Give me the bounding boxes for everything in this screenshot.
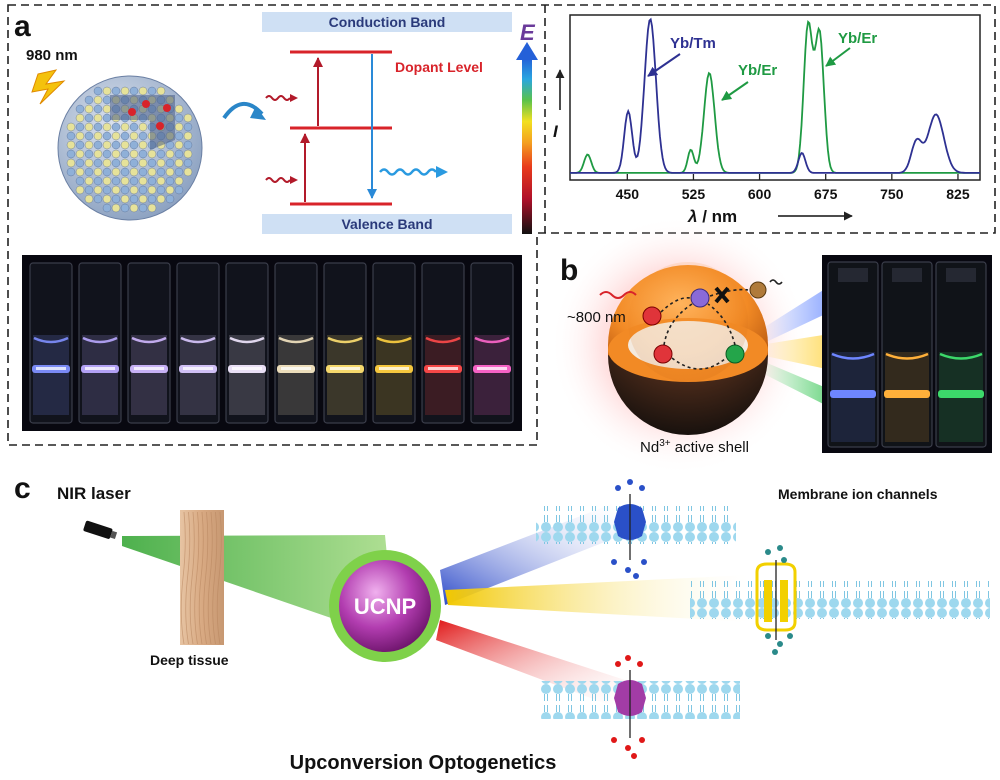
membrane-middle — [690, 581, 990, 619]
x-tick-label: 750 — [880, 186, 904, 202]
deep-tissue-label: Deep tissue — [150, 652, 229, 668]
activator-ion-red — [653, 344, 673, 364]
ion-channel-yellow — [755, 560, 797, 640]
core-shell-nanoparticle — [608, 262, 768, 435]
ion-particle — [627, 479, 633, 485]
ion-particle — [641, 559, 647, 565]
spectrum-axes-box — [569, 14, 981, 181]
ion-particle — [639, 737, 645, 743]
photon-out-wave — [379, 168, 437, 176]
ion-particle — [615, 485, 621, 491]
panel-c-label: c — [14, 472, 31, 505]
valence-band-box — [262, 214, 512, 234]
x-tick-label: 450 — [616, 186, 640, 202]
x-tick-label: 825 — [946, 186, 970, 202]
x-tick-label: 525 — [682, 186, 706, 202]
cuvette-b — [881, 261, 933, 448]
excitation-800-label: ~800 nm — [567, 309, 626, 326]
ion-particle — [631, 753, 637, 759]
photon-in-wave-2 — [265, 177, 291, 183]
sensitizer-ion — [642, 306, 662, 326]
cuvette-b — [827, 261, 879, 448]
photon-in-head-2 — [290, 176, 298, 184]
ion-channel-purple — [614, 670, 646, 738]
migrating-ion — [690, 288, 710, 308]
membrane-channels-label: Membrane ion channels — [778, 486, 938, 502]
transfer-path-bottom — [671, 357, 727, 370]
annotation-yb-tm: Yb/Tm — [670, 35, 716, 52]
energy-gradient-bar — [522, 58, 532, 234]
panel-a-label: a — [14, 10, 31, 43]
ion-particle — [765, 549, 771, 555]
photon-out-head — [436, 166, 448, 178]
valence-band-label: Valence Band — [341, 216, 432, 232]
ion-particle — [625, 745, 631, 751]
ion-particle — [777, 545, 783, 551]
excitation-980-label: 980 nm — [26, 47, 78, 64]
nanoparticle-sphere — [57, 75, 203, 221]
ion-particle — [787, 633, 793, 639]
dopant-level-label: Dopant Level — [395, 59, 483, 75]
annotation-yb-er-2-arrow — [825, 47, 851, 67]
nir-laser-label: NIR laser — [57, 484, 131, 503]
annotation-yb-er-1-arrow — [721, 81, 749, 101]
ucnp-core — [339, 560, 431, 652]
ion-particle — [772, 649, 778, 655]
spectrum-series-tm — [570, 17, 980, 174]
ion-particle — [765, 633, 771, 639]
shell-label: Nd3+ active shell — [640, 438, 749, 456]
ion-particle — [777, 641, 783, 647]
ion-particle — [611, 559, 617, 565]
quencher-ion — [749, 281, 767, 299]
conduction-band-label: Conduction Band — [329, 14, 446, 30]
ion-particle — [625, 655, 631, 661]
annotation-yb-tm-arrow — [647, 53, 681, 77]
transfer-path-right — [707, 303, 736, 346]
ucnp-label: UCNP — [354, 594, 416, 619]
ion-channel-blue — [614, 494, 646, 560]
transfer-path-1 — [660, 296, 691, 313]
figure-title: Upconversion Optogenetics — [290, 752, 557, 774]
photon-in-wave-1 — [265, 95, 291, 101]
ion-particle — [611, 737, 617, 743]
y-axis-label: I — [553, 122, 559, 141]
activator-ion-green — [725, 344, 745, 364]
ion-particle — [639, 485, 645, 491]
ion-particle — [637, 661, 643, 667]
energy-axis-label: E — [520, 20, 536, 45]
cuvette-b — [935, 261, 987, 448]
conduction-band-box — [262, 12, 512, 32]
x-tick-label: 675 — [814, 186, 838, 202]
energy-arrow-head — [516, 42, 538, 60]
ion-particle — [781, 557, 787, 563]
ion-particle — [615, 661, 621, 667]
laser-pointer-icon — [83, 520, 118, 540]
ion-particle — [633, 573, 639, 579]
transfer-path-left — [663, 303, 693, 346]
x-tick-label: 600 — [748, 186, 772, 202]
blocked-cross-icon — [714, 286, 730, 304]
transfer-path-blocked — [709, 288, 749, 297]
quencher-wave — [769, 279, 783, 285]
output-beam-yellow — [445, 575, 750, 622]
annotation-yb-er-2: Yb/Er — [838, 30, 877, 47]
lightning-icon — [31, 69, 66, 105]
annotation-yb-er-1: Yb/Er — [738, 62, 777, 79]
photon-in-head-1 — [290, 94, 298, 102]
nir-photon-wave — [599, 291, 637, 299]
ion-particle — [625, 567, 631, 573]
transfer-curved-arrow-head — [250, 106, 266, 120]
